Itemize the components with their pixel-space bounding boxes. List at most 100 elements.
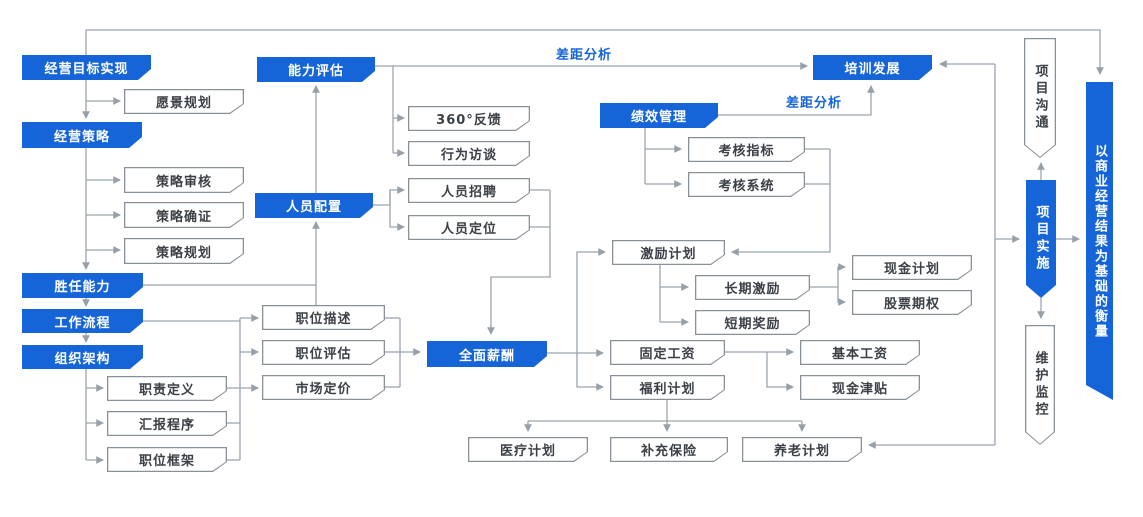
node-pension-plan: 养老计划 (742, 437, 862, 462)
node-label: 组织架构 (54, 351, 111, 367)
node-label: 行为访谈 (440, 148, 497, 163)
box-shape (610, 375, 725, 400)
box-shape (612, 240, 725, 265)
box-shape (852, 290, 972, 315)
node-fixed-salary: 固定工资 (610, 340, 725, 365)
node-label: 基本工资 (831, 347, 888, 362)
box-shape (124, 202, 244, 228)
node-supplement-insurance: 补充保险 (610, 437, 728, 462)
node-capability-eval: 能力评估 (257, 57, 375, 82)
node-label: 培训发展 (844, 62, 901, 77)
node-label: 汇报程序 (138, 418, 195, 433)
box-shape (695, 310, 810, 335)
node-label: 全面薪酬 (458, 348, 515, 364)
flag-shape (427, 341, 547, 367)
node-label: 绩效管理 (630, 110, 687, 125)
node-job-description: 职位描述 (262, 305, 385, 330)
node-label: 短期奖励 (724, 317, 781, 332)
node-label: 项目实施 (1033, 205, 1049, 273)
node-label: 愿景规划 (155, 96, 212, 111)
node-label: 以商业经营结果为基础的衡量 (1092, 143, 1107, 339)
node-total-compensation: 全面薪酬 (427, 341, 547, 367)
box-shape (408, 215, 530, 240)
box-shape (688, 137, 805, 162)
node-maintain-monitor: 维护监控 (1025, 325, 1055, 445)
flag-shape (813, 55, 932, 80)
box-shape (262, 375, 385, 400)
pentagon-shape (1025, 325, 1055, 445)
node-job-evaluation: 职位评估 (262, 340, 385, 365)
connector-feedback-top (85, 29, 1104, 76)
node-label: 360°反馈 (436, 113, 502, 128)
node-label: 项目沟通 (1032, 64, 1048, 132)
node-performance-mgmt: 绩效管理 (600, 103, 718, 128)
node-label: 策略审核 (155, 174, 212, 190)
node-label: 职位框架 (138, 454, 195, 469)
node-strategy-plan: 策略规划 (124, 238, 244, 264)
node-job-framework: 职位框架 (107, 447, 227, 472)
node-label: 养老计划 (773, 444, 830, 459)
node-market-pricing: 市场定价 (262, 375, 385, 400)
node-incentive-plan: 激励计划 (612, 240, 725, 265)
node-label: 职位评估 (295, 347, 352, 362)
box-shape (800, 340, 920, 365)
flag-shape (22, 309, 143, 333)
node-behavior-interview: 行为访谈 (408, 141, 530, 166)
node-business-goal: 经营目标实现 (22, 55, 151, 80)
node-label: 策略规划 (155, 245, 212, 261)
flag-shape (255, 193, 373, 218)
box-shape (262, 305, 385, 330)
node-training-dev: 培训发展 (813, 55, 932, 80)
node-label: 工作流程 (54, 315, 111, 331)
box-shape (800, 375, 920, 400)
node-label: 固定工资 (639, 347, 696, 362)
node-label: 医疗计划 (499, 444, 556, 459)
flag-shape (22, 273, 143, 298)
node-strategy-confirm: 策略确证 (124, 202, 244, 228)
box-shape (107, 447, 227, 472)
node-label: 职责定义 (138, 383, 195, 398)
flag-shape (22, 345, 143, 369)
node-positioning: 人员定位 (408, 215, 530, 240)
box-shape (688, 172, 805, 197)
node-strategy-review: 策略审核 (124, 167, 244, 193)
node-label: 现金计划 (883, 262, 940, 277)
node-label: 人员招聘 (440, 185, 497, 200)
node-label: 考核系统 (718, 179, 775, 194)
node-feedback-360: 360°反馈 (408, 106, 530, 131)
node-org-structure: 组织架构 (22, 345, 143, 369)
node-project-impl: 项目实施 (1026, 180, 1056, 298)
node-business-strategy: 经营策略 (22, 122, 142, 148)
flag-shape (257, 57, 375, 82)
box-shape (610, 340, 725, 365)
pentagon-shape (1026, 180, 1056, 298)
node-label: 市场定价 (295, 382, 352, 397)
box-shape (852, 255, 972, 280)
node-stock-option: 股票期权 (852, 290, 972, 315)
node-workflow: 工作流程 (22, 309, 143, 333)
node-label: 福利计划 (639, 382, 696, 397)
node-label: 能力评估 (287, 64, 344, 79)
box-shape (408, 106, 530, 131)
node-label: 胜任能力 (54, 280, 111, 295)
node-vision-plan: 愿景规划 (124, 89, 244, 114)
node-label: 补充保险 (640, 444, 697, 459)
node-short-term-reward: 短期奖励 (695, 310, 810, 335)
node-label: 长期激励 (724, 282, 781, 297)
node-label: 激励计划 (640, 247, 697, 262)
node-label: 经营目标实现 (44, 62, 129, 77)
node-cash-allowance: 现金津贴 (800, 375, 920, 400)
gap-analysis-label-2: 差距分析 (786, 96, 843, 111)
node-long-term-incentive: 长期激励 (695, 275, 810, 300)
flag-shape (22, 55, 151, 80)
node-cash-plan: 现金计划 (852, 255, 972, 280)
box-shape (124, 89, 244, 114)
node-duty-definition: 职责定义 (107, 376, 227, 401)
box-shape (262, 340, 385, 365)
pentagon-shape (1024, 38, 1056, 158)
node-label: 股票期权 (883, 297, 940, 312)
box-shape (468, 437, 588, 462)
box-shape (107, 411, 227, 436)
node-welfare-plan: 福利计划 (610, 375, 725, 400)
